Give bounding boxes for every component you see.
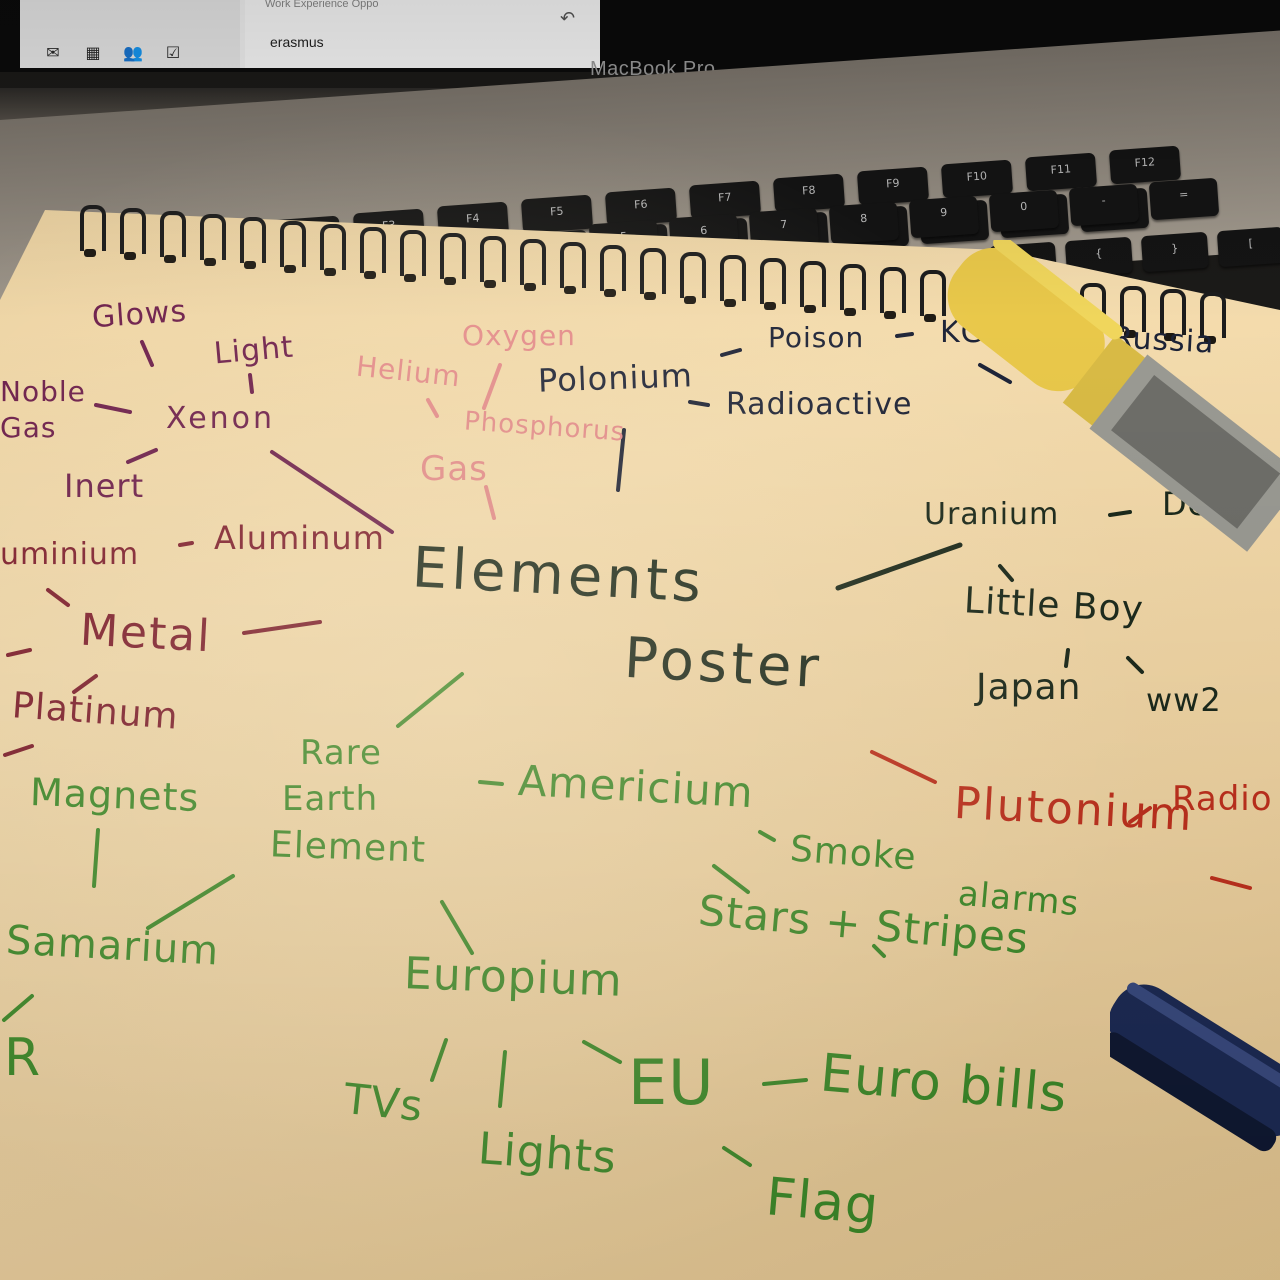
node-japan: Japan xyxy=(976,667,1082,708)
node-earth: Earth xyxy=(282,779,379,819)
punch-hole xyxy=(884,311,896,319)
punch-hole xyxy=(604,289,616,298)
undo-icon[interactable]: ↶ xyxy=(560,8,576,29)
spiral-ring xyxy=(440,232,466,279)
email-subject[interactable]: Work Experience Oppo xyxy=(265,0,379,10)
node-tvs: TVs xyxy=(341,1073,426,1132)
spiral-ring xyxy=(560,242,586,289)
spiral-ring xyxy=(360,226,386,273)
node-rare: Rare xyxy=(300,733,382,773)
laptop-screen: Work Experience Oppo erasmus ↶ ✉ ▦ 👥 ☑ xyxy=(0,0,1280,72)
punch-hole xyxy=(404,273,416,282)
node-europium: Europium xyxy=(403,948,624,1007)
spiral-ring xyxy=(840,263,866,310)
node-metal: Metal xyxy=(78,604,213,663)
email-item-erasmus[interactable]: erasmus xyxy=(270,34,324,50)
node-lights: Lights xyxy=(476,1123,619,1184)
punch-hole xyxy=(204,258,216,267)
spiral-ring xyxy=(720,254,746,301)
mind-map-subtitle: Poster xyxy=(622,625,825,702)
spiral-ring xyxy=(880,267,906,313)
node-plutonium: Plutonium xyxy=(952,777,1195,842)
node-gas-pink: Gas xyxy=(420,449,488,489)
mail-app-window: Work Experience Oppo erasmus ↶ ✉ ▦ 👥 ☑ xyxy=(20,0,600,68)
node-eu: EU xyxy=(628,1046,715,1119)
node-uranium: Uranium xyxy=(924,497,1060,532)
mind-map-title: Elements xyxy=(410,535,707,616)
node-gas-purple: Gas xyxy=(0,411,57,444)
spiral-ring xyxy=(320,223,346,270)
node-light: Light xyxy=(212,329,296,372)
spiral-ring xyxy=(1200,291,1226,338)
calendar-icon[interactable]: ▦ xyxy=(85,43,101,62)
spiral-ring xyxy=(800,260,826,307)
mail-list xyxy=(245,0,600,68)
node-flag: Flag xyxy=(763,1167,882,1237)
yellow-highlighter[interactable] xyxy=(940,240,1280,600)
tasks-icon[interactable]: ☑ xyxy=(165,43,181,62)
people-icon[interactable]: 👥 xyxy=(123,43,143,62)
spiral-ring xyxy=(1120,285,1146,332)
punch-hole xyxy=(1164,332,1176,341)
punch-hole xyxy=(444,276,456,285)
node-radioactive: Radioactive xyxy=(726,387,913,422)
node-inert: Inert xyxy=(64,467,145,505)
node-noble: Noble xyxy=(0,375,86,408)
punch-hole xyxy=(844,307,856,316)
spiral-ring xyxy=(520,239,546,286)
spiral-ring xyxy=(640,248,666,295)
node-ww2: ww2 xyxy=(1146,681,1222,719)
node-smoke: Smoke xyxy=(788,828,918,879)
node-americium: Americium xyxy=(516,755,755,818)
punch-hole xyxy=(244,261,256,270)
spiral-ring xyxy=(240,217,266,264)
spiral-ring xyxy=(400,229,426,276)
mail-icon[interactable]: ✉ xyxy=(46,43,60,62)
node-samarium: Samarium xyxy=(4,917,221,975)
punch-hole xyxy=(284,264,296,273)
spiral-ring xyxy=(1160,288,1186,335)
punch-hole xyxy=(804,304,816,313)
mail-sidebar xyxy=(20,0,240,68)
spiral-ring xyxy=(280,220,306,267)
punch-hole xyxy=(1204,335,1216,344)
node-element: Element xyxy=(269,824,427,871)
spiral-ring xyxy=(160,211,186,258)
punch-hole xyxy=(524,283,536,292)
spiral-ring xyxy=(600,245,626,292)
spiral-ring xyxy=(480,236,506,282)
punch-hole xyxy=(644,292,656,301)
punch-hole xyxy=(164,255,176,264)
spiral-ring xyxy=(680,251,706,298)
node-radio: Radio xyxy=(1172,779,1273,819)
punch-hole xyxy=(564,286,576,295)
node-poison: Poison xyxy=(768,321,865,354)
node-glows: Glows xyxy=(90,293,189,336)
punch-hole xyxy=(724,298,736,307)
punch-hole xyxy=(124,252,136,261)
node-aluminium: uminium xyxy=(0,537,140,572)
punch-hole xyxy=(324,267,336,276)
spiral-ring xyxy=(920,270,946,317)
spiral-ring xyxy=(80,205,106,251)
punch-hole xyxy=(924,314,936,323)
navy-marker[interactable] xyxy=(1110,970,1280,1170)
node-aluminum: Aluminum xyxy=(214,519,385,557)
punch-hole xyxy=(84,249,96,257)
spiral-ring xyxy=(120,208,146,255)
node-xenon: Xenon xyxy=(166,401,276,436)
punch-hole xyxy=(484,280,496,288)
punch-hole xyxy=(684,295,696,304)
punch-hole xyxy=(364,270,376,279)
node-magnets: Magnets xyxy=(29,770,201,820)
spiral-ring xyxy=(760,257,786,304)
punch-hole xyxy=(1124,329,1136,338)
node-r: R xyxy=(4,1028,42,1088)
punch-hole xyxy=(764,301,776,310)
node-polonium: Polonium xyxy=(537,356,694,400)
node-oxygen: Oxygen xyxy=(462,319,576,352)
spiral-ring xyxy=(200,214,226,261)
